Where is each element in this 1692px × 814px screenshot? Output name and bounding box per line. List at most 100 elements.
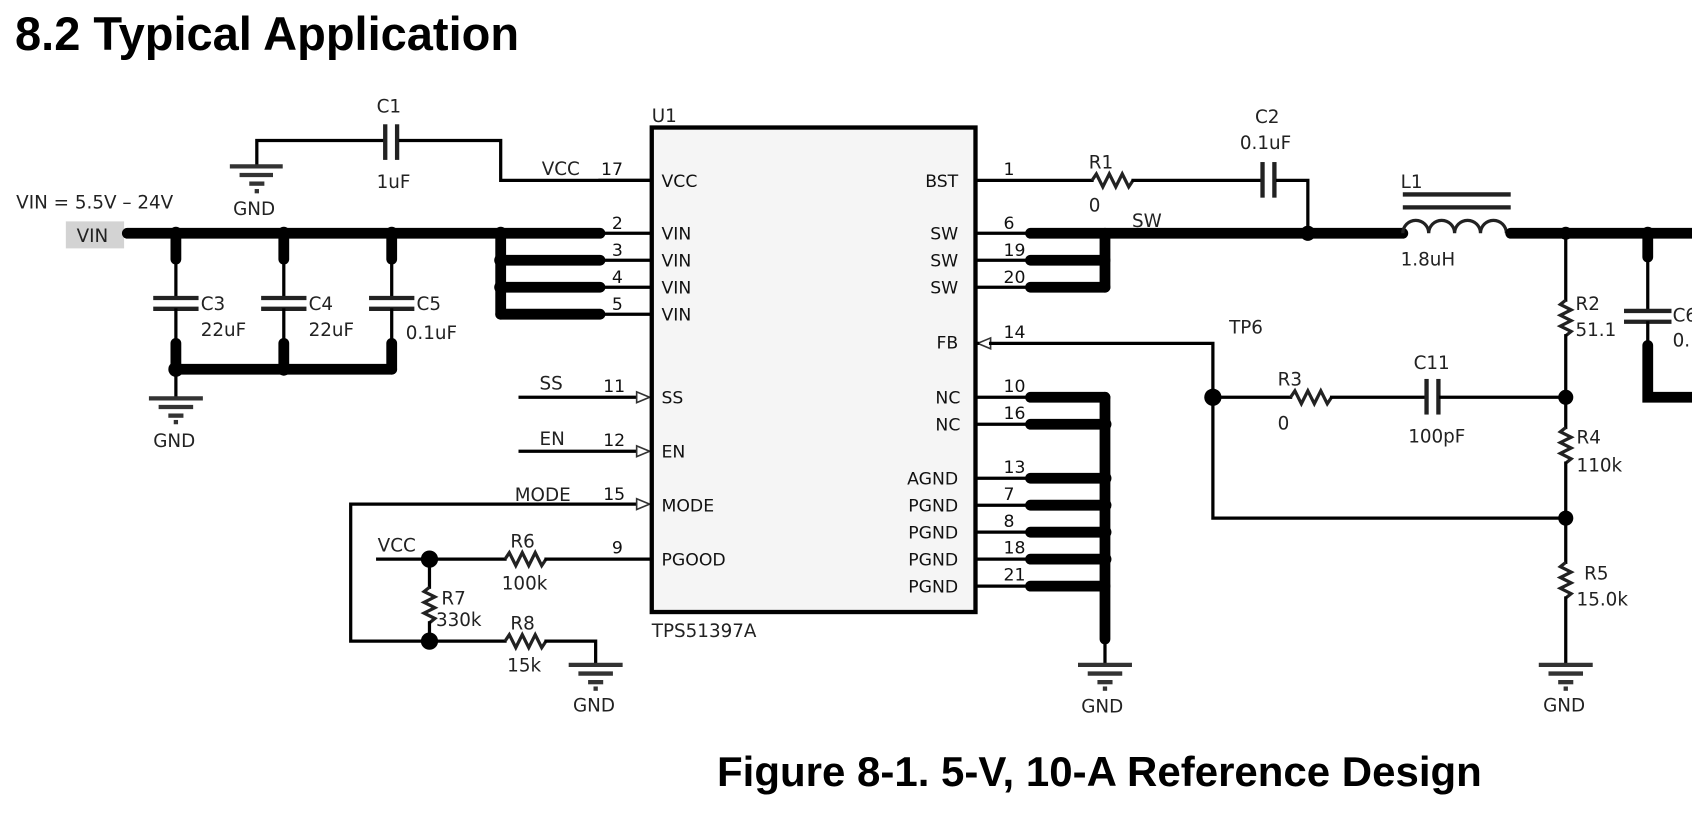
input-caps [153, 226, 415, 399]
ic-right-pins: BST 1 SW 6 SW 19 SW 20 FB 14 NC 10 NC 16… [907, 160, 1025, 598]
ground-icon [148, 396, 203, 425]
ground-icon [229, 164, 283, 194]
ic-left-pins: 17 VCC 2 VIN 3 VIN 4 VIN 5 VIN 11 SS 12 … [601, 160, 726, 571]
pin-name: MODE [661, 497, 714, 517]
r6-ref: R6 [510, 531, 534, 552]
ss-net-label: SS [540, 374, 563, 395]
en-net-label: EN [540, 429, 565, 450]
r8-value: 15k [507, 655, 541, 676]
gnd-label: GND [573, 695, 615, 716]
feedback-network [975, 336, 1568, 520]
ic-ref: U1 [652, 106, 677, 127]
output-network [1556, 227, 1692, 665]
r1-value: 0 [1089, 196, 1101, 217]
c4-ref: C4 [309, 294, 333, 315]
r5-value: 15.0k [1577, 590, 1629, 611]
r5-ref: R5 [1584, 564, 1608, 585]
l1-value: 1.8uH [1401, 250, 1456, 271]
pin-name: SW [930, 225, 958, 245]
section-title: 8.2 Typical Application [15, 7, 520, 60]
pin-name: VCC [661, 172, 697, 192]
pin-name: PGND [908, 497, 958, 517]
pin-number: 1 [1004, 160, 1015, 180]
c11-ref: C11 [1414, 353, 1450, 374]
r8-ref: R8 [510, 613, 534, 634]
r4-value: 110k [1577, 456, 1623, 477]
pin-number: 7 [1004, 485, 1015, 505]
pin-name: NC [935, 416, 960, 436]
gnd-label: GND [233, 199, 275, 220]
bst-circuit [973, 162, 1310, 235]
pin-number: 19 [1004, 241, 1026, 261]
figure-caption: Figure 8-1. 5-V, 10-A Reference Design [717, 748, 1482, 795]
pin-number: 15 [603, 485, 625, 505]
gnd-pin-bundle [973, 391, 1112, 665]
mode-net-label: MODE [515, 485, 571, 506]
input-arrow-icon [635, 497, 652, 511]
vcc-net-label: VCC [378, 536, 416, 557]
r2-ref: R2 [1575, 294, 1599, 315]
c4-value: 22uF [309, 320, 354, 341]
pin-name: BST [925, 172, 958, 192]
r1-ref: R1 [1089, 153, 1113, 174]
pin-number: 6 [1004, 214, 1015, 234]
c1-value: 1uF [377, 172, 411, 193]
c6-value: 0. [1673, 331, 1691, 352]
pin-name: PGOOD [661, 551, 725, 571]
c1-ref: C1 [377, 96, 401, 117]
pin-name: PGND [908, 578, 958, 598]
pin-name: SW [930, 279, 958, 299]
wire [398, 138, 654, 183]
input-arrow-icon [975, 336, 992, 350]
sw-net-label: SW [1132, 211, 1162, 232]
pin-number: 12 [603, 431, 625, 451]
gnd-label: GND [1081, 696, 1123, 717]
pin-name: VIN [661, 252, 691, 272]
pin-number: 10 [1004, 377, 1026, 397]
c2-value: 0.1uF [1240, 133, 1291, 154]
pin-name: VIN [661, 225, 691, 245]
tp6-label: TP6 [1228, 318, 1263, 339]
pin-number: 3 [612, 241, 623, 261]
pin-number: 5 [612, 295, 623, 315]
pin-number: 14 [1004, 323, 1026, 343]
pin-name: NC [935, 389, 960, 409]
ic-body [649, 125, 978, 615]
wire [255, 138, 384, 166]
vin-port [65, 221, 125, 249]
pin-name: VIN [661, 279, 691, 299]
pin-name: PGND [908, 524, 958, 544]
pin-name: SS [661, 389, 683, 409]
c5-value: 0.1uF [406, 323, 457, 344]
r2-value: 51.1 [1575, 320, 1616, 341]
pin-number: 13 [1004, 458, 1026, 478]
gnd-label: GND [1543, 695, 1585, 716]
pin-name: VIN [661, 306, 691, 326]
input-arrow-icon [635, 390, 652, 404]
r6-value: 100k [502, 573, 548, 594]
input-arrow-icon [635, 444, 652, 458]
pin-name: PGND [908, 551, 958, 571]
r7-ref: R7 [441, 588, 465, 609]
r3-value: 0 [1278, 414, 1290, 435]
pin-number: 11 [603, 377, 625, 397]
pin-number: 17 [601, 160, 623, 180]
vin-range-label: VIN = 5.5V – 24V [16, 192, 173, 213]
gnd-label: GND [153, 431, 195, 452]
r4-ref: R4 [1577, 428, 1601, 449]
ground-icon [568, 662, 623, 691]
pin-number: 9 [612, 539, 623, 559]
pin-name: FB [936, 334, 958, 354]
vcc-net-label: VCC [542, 159, 580, 180]
r3-ref: R3 [1278, 369, 1302, 390]
pin-number: 2 [612, 214, 623, 234]
pin-name: SW [930, 252, 958, 272]
c11-value: 100pF [1408, 427, 1465, 448]
ground-icon [1078, 662, 1132, 691]
pin-number: 16 [1004, 404, 1026, 424]
ic-part-number: TPS51397A [651, 621, 757, 642]
vin-pin-bundle [494, 226, 654, 320]
pin-name: EN [661, 443, 685, 463]
mode-wire [349, 502, 639, 643]
